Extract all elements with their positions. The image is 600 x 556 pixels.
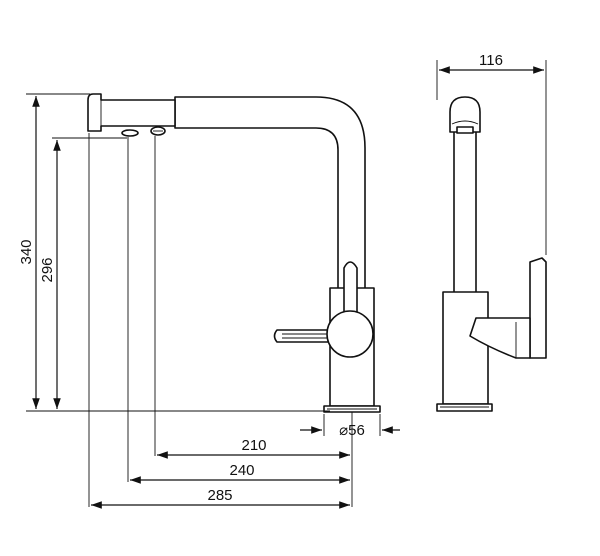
side-body [442, 291, 489, 405]
side-spray-head [449, 96, 481, 133]
dim-total-height: 340 [18, 239, 35, 264]
side-base [436, 403, 493, 412]
side-lever-arm [469, 317, 531, 359]
side-hose [273, 329, 331, 343]
dim-spout-height: 296 [39, 257, 56, 282]
side-lever [529, 257, 547, 359]
side-neck [453, 119, 477, 299]
dim-top-width: 116 [479, 52, 503, 69]
lever-knob [326, 310, 374, 358]
dim-base-diameter: ⌀56 [339, 422, 365, 439]
spray-nozzle-icon [121, 129, 139, 137]
dim-reach-total: 285 [207, 487, 232, 504]
dim-reach-mid: 240 [229, 462, 254, 479]
front-view [87, 93, 381, 413]
side-view [436, 96, 547, 412]
spray-head [87, 93, 176, 132]
spout-tube [174, 96, 366, 299]
dimensions: 116 340 296 ⌀56 210 240 285 [18, 52, 547, 509]
dim-reach-inner: 210 [241, 437, 266, 454]
